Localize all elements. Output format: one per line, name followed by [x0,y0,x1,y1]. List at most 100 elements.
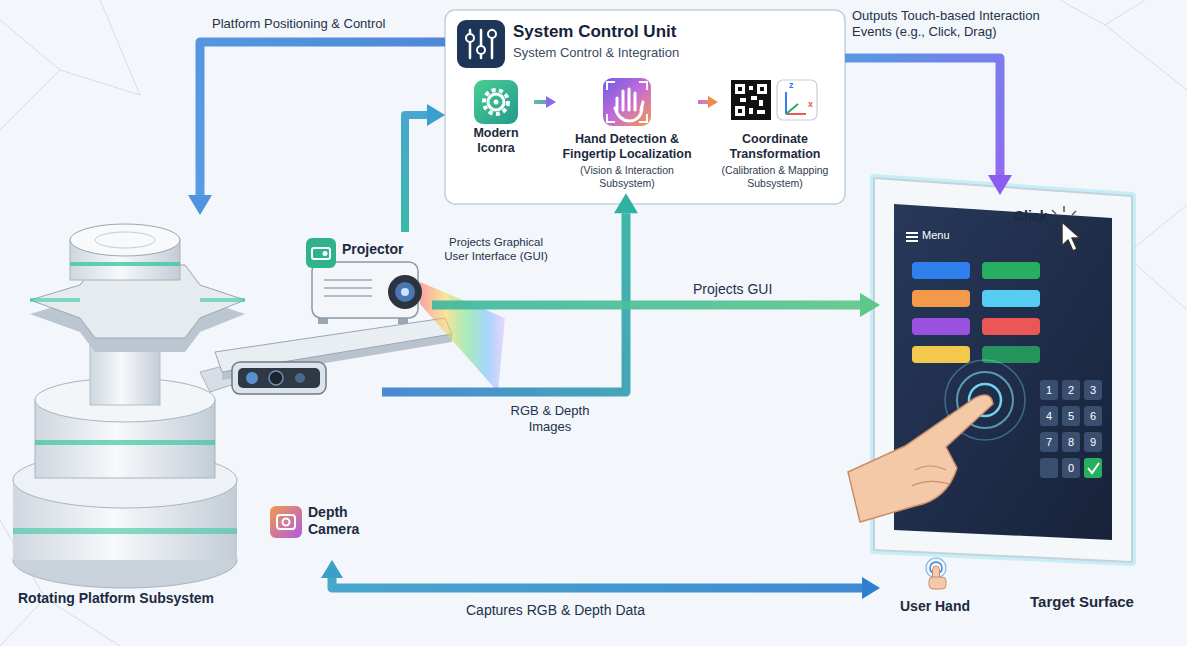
arrow-head [188,195,212,215]
control-unit-icons [622,91,625,110]
click-cursor [1062,222,1080,251]
target-surface-illustration [1084,458,1102,478]
connector-line [534,100,546,104]
target-surface-illustration [1088,463,1099,473]
projector-illustration [401,288,409,296]
edge-label: Platform Positioning & Control [212,16,444,32]
projector-illustration [312,262,418,318]
control-unit-icons [488,94,504,110]
background [1105,0,1187,90]
pointing-hand [848,395,993,522]
target-surface-illustration [1062,432,1080,452]
depth-camera-illustration [283,519,290,526]
control-unit-icons [786,104,798,114]
node-title: System Control Unit [513,22,833,42]
connector-line [698,100,708,104]
keypad-digit: 8 [1062,432,1080,452]
control-unit-icons [494,100,499,105]
connector-arrow [845,58,1012,195]
control-unit-icons [786,113,806,115]
control-unit-icons [603,78,651,126]
control-unit-panel [445,10,845,204]
control-unit-icons [639,82,647,90]
arrow-head [862,577,880,599]
target-surface-illustration [906,232,918,234]
control-unit-icons [639,114,647,122]
connector-arrow [432,293,880,317]
target-surface-illustration [1084,432,1102,452]
click-cursor [1052,206,1076,215]
node-title: Target Surface [1030,593,1160,611]
target-surface-illustration [1062,406,1080,426]
control-unit-icons [757,110,765,114]
target-surface-illustration [912,346,970,363]
target-surface-illustration [1040,380,1102,478]
connector-arrow [405,104,445,232]
connector-line [845,58,1000,175]
connector-line [405,115,427,232]
control-unit-icons [735,84,767,116]
target-surface-illustration [906,236,918,238]
user-hand-icon [929,577,946,589]
connector-line [332,578,862,588]
node-subtitle: System Control & Integration [513,45,833,61]
control-unit-icons [628,89,631,110]
click-cursor [1063,206,1065,212]
control-unit-icons [634,93,637,110]
control-unit-icons [477,46,485,54]
target-surface-illustration [912,290,970,307]
keypad-digit: 4 [1040,406,1058,426]
rotating-platform [30,298,80,302]
control-unit-icons [484,90,508,114]
rotating-platform [70,262,180,266]
node-title: Modern Iconra [458,126,534,156]
pointing-hand [915,466,946,470]
edge-label: Projects GUI [690,280,800,299]
depth-camera-illustration [277,515,295,529]
keypad-digit: 2 [1062,380,1080,400]
connector-line [432,301,860,310]
keypad-digit: 9 [1084,432,1102,452]
connector-arrow [321,560,880,599]
target-surface-illustration [912,262,970,279]
target-surface-illustration [982,262,1040,279]
projector-illustration [324,279,372,281]
rotating-platform [35,440,215,445]
keypad-digit: 5 [1062,406,1080,426]
click-cursor [1052,210,1056,214]
pointing-hand [848,395,993,522]
depth-camera-illustration [246,372,258,384]
depth-camera-illustration [295,373,305,383]
node-title: Coordinate Transformation [718,132,832,162]
module-box: Modern Iconra [458,78,534,160]
depth-camera-illustration [238,368,320,388]
arrow-head [988,175,1012,195]
target-surface-illustration [912,318,970,335]
projector-illustration [395,282,415,302]
target-surface-illustration [1084,380,1102,400]
control-unit-icons [785,92,787,114]
rotating-platform [13,528,237,534]
module-box: Coordinate Transformation(Calibration & … [718,78,832,193]
projector-illustration [324,287,372,289]
depth-camera-illustration [232,362,326,394]
projector-illustration [388,275,422,309]
control-unit-icons [738,109,742,113]
edge-label: RGB & Depth Images [498,402,602,435]
node-subtitle: (Calibration & Mapping Subsystem) [718,164,832,189]
target-surface-illustration [982,290,1040,307]
depth-camera-illustration [270,506,302,538]
control-unit-icons [740,98,746,102]
menu-label: Menu [922,228,972,242]
connector-arrow [534,96,556,108]
arrow-head [708,96,718,108]
control-unit-icons [759,100,763,106]
control-unit-icons [738,87,742,91]
projector-illustration [324,280,372,296]
node-title: Hand Detection & Fingertip Localization [556,132,698,162]
edge-label: Captures RGB & Depth Data [466,602,666,619]
